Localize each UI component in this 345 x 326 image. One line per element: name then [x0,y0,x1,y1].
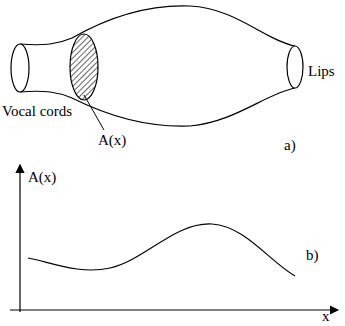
lips-opening [287,46,303,88]
subfigure-label: b) [306,248,319,263]
axis-label: x [322,309,330,324]
leader-line [84,95,104,130]
y-axis [19,165,20,312]
x-axis [10,309,338,310]
callout-label: A(x) [98,133,126,148]
glottis-opening [11,44,29,92]
part-label: Vocal cords [2,104,72,119]
area-curve [28,224,295,276]
subfigure-label: a) [284,138,296,153]
axis-label: A(x) [28,170,56,185]
part-label: Lips [308,64,335,79]
tract-upper-wall [20,6,295,46]
cross-section [70,34,98,100]
